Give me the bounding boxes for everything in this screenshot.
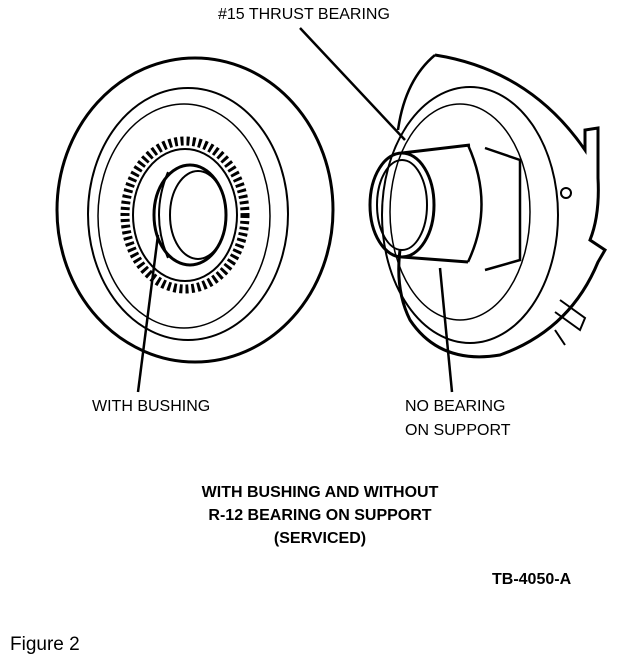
thrust-bearing-label: #15 THRUST BEARING [218,6,390,23]
leader-lines [136,27,454,393]
caption-line2: R-12 BEARING ON SUPPORT [208,507,432,524]
figure-label: Figure 2 [10,634,80,655]
drawing-code: TB-4050-A [492,571,572,588]
no-bearing-label-line2: ON SUPPORT [405,422,511,439]
with-bushing-leader [136,234,160,393]
caption-line3: (SERVICED) [273,530,367,547]
gear-with-bushing-drawing [55,56,335,364]
caption-line1: WITH BUSHING AND WITHOUT [201,484,439,501]
support-drawing [368,53,608,359]
with-bushing-label: WITH BUSHING [92,398,211,415]
no-bearing-leader [438,267,454,393]
no-bearing-label-line1: NO BEARING [405,398,506,415]
thrust-bearing-leader [299,27,406,141]
